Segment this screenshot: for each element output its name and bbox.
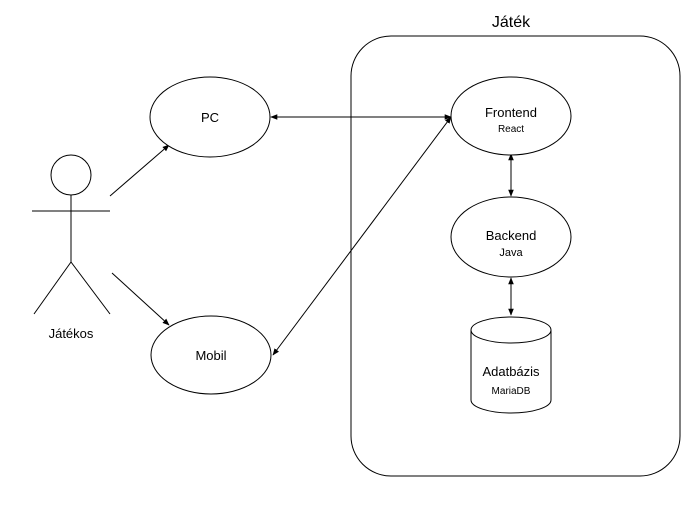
usecase-mobil-label: Mobil xyxy=(195,348,226,363)
usecase-frontend-label: Frontend xyxy=(485,105,537,120)
edge-mobil-frontend xyxy=(272,116,452,356)
database-cylinder xyxy=(470,316,552,414)
edge-actor-pc xyxy=(109,144,170,197)
actor-label: Játékos xyxy=(49,326,94,341)
actor-head xyxy=(50,154,92,196)
system-boundary-title: Játék xyxy=(492,14,531,31)
actor-left-leg xyxy=(33,261,72,315)
usecase-mobil xyxy=(150,315,272,395)
usecase-backend-label: Backend xyxy=(486,228,537,243)
usecase-frontend xyxy=(450,76,572,156)
usecase-frontend-sublabel: React xyxy=(498,124,524,135)
usecase-pc-label: PC xyxy=(201,110,219,125)
usecase-backend-sublabel: Java xyxy=(499,247,523,259)
database-sublabel: MariaDB xyxy=(492,386,531,397)
actor-jatekos xyxy=(32,154,111,315)
usecase-pc xyxy=(149,76,271,158)
usecase-backend xyxy=(450,196,572,278)
actor-right-leg xyxy=(70,261,111,315)
database-label: Adatbázis xyxy=(482,364,540,379)
edge-actor-mobil xyxy=(111,272,170,326)
